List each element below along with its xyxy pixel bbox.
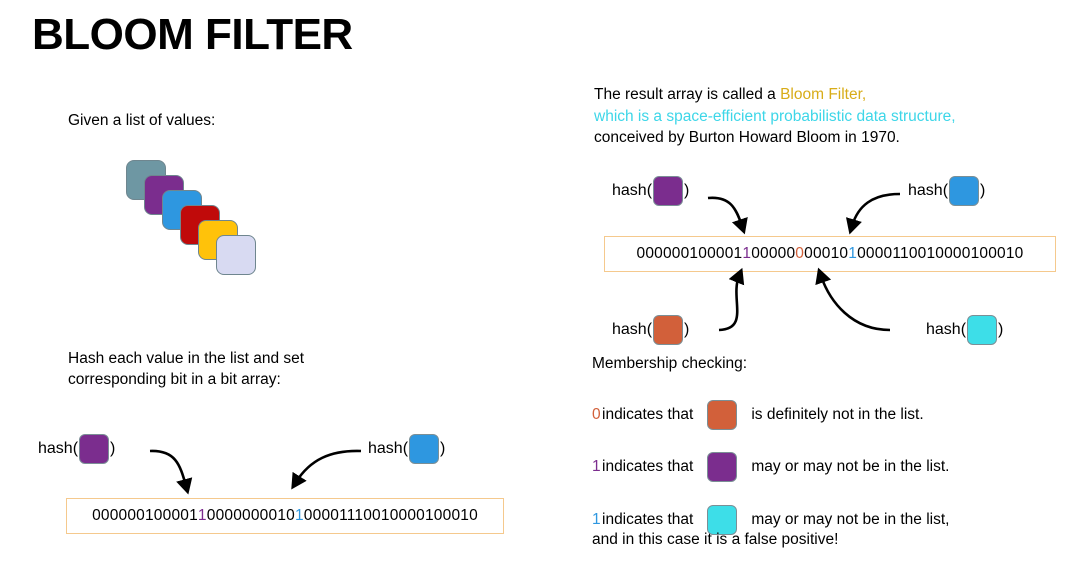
hash-suffix: ) bbox=[110, 440, 116, 457]
desc-line-3: conceived by Burton Howard Bloom in 1970… bbox=[594, 129, 900, 146]
desc-line-1-black: The result array is called a bbox=[594, 86, 781, 103]
legend-digit: 1 bbox=[592, 458, 601, 475]
desc-line-1-gold: Bloom Filter, bbox=[780, 86, 867, 103]
hash-prefix: hash( bbox=[926, 321, 967, 338]
hash-label-purple-right: hash( ) bbox=[612, 176, 689, 206]
legend-digit: 0 bbox=[592, 406, 601, 423]
membership-checking-caption: Membership checking: bbox=[592, 355, 748, 372]
bit-seg-6: 0000100010 bbox=[389, 507, 478, 524]
hash-suffix: ) bbox=[998, 321, 1004, 338]
legend-tail-text: is definitely not in the list. bbox=[751, 406, 924, 423]
value-card-stack bbox=[126, 160, 256, 275]
arrow-purple-to-bit bbox=[149, 449, 193, 495]
chip-blue bbox=[409, 434, 440, 464]
bit-seg-3: 0 bbox=[286, 507, 295, 524]
bit-seg-3-orange: 0 bbox=[795, 245, 805, 262]
legend-mid-text: indicates that bbox=[602, 511, 694, 528]
hash-prefix: hash( bbox=[612, 321, 653, 338]
chip-purple bbox=[653, 176, 684, 206]
bit-seg-1-purple: 1 bbox=[197, 507, 207, 524]
given-values-caption: Given a list of values: bbox=[68, 112, 216, 129]
desc-line-2: which is a space-efficient probabilistic… bbox=[594, 107, 956, 125]
bit-seg-5-blue: 1 bbox=[848, 245, 858, 262]
arrow-orange-to-bit bbox=[718, 267, 745, 332]
hash-suffix: ) bbox=[980, 182, 986, 199]
chip-orange bbox=[653, 315, 684, 345]
bit-seg-0: 000000100001 bbox=[636, 245, 743, 262]
hash-label-cyan-right: hash( ) bbox=[926, 315, 1003, 345]
chip-purple bbox=[79, 434, 110, 464]
hash-label-purple-left: hash( ) bbox=[38, 434, 115, 464]
bit-seg-4: 00010 bbox=[804, 245, 849, 262]
hash-suffix: ) bbox=[440, 440, 446, 457]
legend-row-orange: 0 indicates that is definitely not in th… bbox=[592, 400, 924, 430]
legend-mid-text: indicates that bbox=[602, 458, 694, 475]
bit-seg-2: 00000 bbox=[751, 245, 796, 262]
bit-seg-0: 000000100001 bbox=[92, 507, 198, 524]
bit-seg-5: 0000111001 bbox=[303, 507, 390, 524]
hash-prefix: hash( bbox=[368, 440, 409, 457]
hash-label-blue-right: hash( ) bbox=[908, 176, 985, 206]
chip-cyan bbox=[707, 505, 738, 535]
arrow-purple-to-bit bbox=[707, 196, 748, 235]
bit-seg-4-blue: 1 bbox=[294, 507, 304, 524]
legend-row-purple: 1 indicates that may or may not be in th… bbox=[592, 452, 949, 482]
hash-suffix: ) bbox=[684, 182, 690, 199]
hash-prefix: hash( bbox=[38, 440, 79, 457]
legend-digit: 1 bbox=[592, 511, 601, 528]
chip-purple bbox=[707, 452, 738, 482]
hash-prefix: hash( bbox=[612, 182, 653, 199]
arrow-cyan-to-bit bbox=[815, 267, 891, 332]
chip-cyan bbox=[967, 315, 998, 345]
hash-suffix: ) bbox=[684, 321, 690, 338]
page-title: BLOOM FILTER bbox=[32, 10, 353, 59]
hash-prefix: hash( bbox=[908, 182, 949, 199]
arrow-blue-to-bit bbox=[291, 449, 362, 490]
hash-label-orange-right: hash( ) bbox=[612, 315, 689, 345]
hash-label-blue-left: hash( ) bbox=[368, 434, 445, 464]
legend-tail-text: may or may not be in the list. bbox=[751, 458, 950, 475]
bit-seg-1-purple: 1 bbox=[742, 245, 752, 262]
hash-each-value-caption: Hash each value in the list and set corr… bbox=[68, 350, 305, 388]
legend-false-positive-note: and in this case it is a false positive! bbox=[592, 531, 839, 548]
legend-mid-text: indicates that bbox=[602, 406, 694, 423]
legend-tail-text: may or may not be in the list, bbox=[751, 511, 950, 528]
chip-orange bbox=[707, 400, 738, 430]
arrow-blue-to-bit bbox=[845, 192, 901, 235]
bit-seg-2: 000000001 bbox=[206, 507, 287, 524]
bloom-filter-description: The result array is called a Bloom Filte… bbox=[594, 84, 956, 149]
card-lavender bbox=[216, 235, 256, 275]
legend-row-cyan: 1 indicates that may or may not be in th… bbox=[592, 505, 949, 535]
desc-line-1: The result array is called a Bloom Filte… bbox=[594, 84, 956, 106]
chip-blue bbox=[949, 176, 980, 206]
bit-seg-6: 0000110010000100010 bbox=[857, 245, 1024, 262]
